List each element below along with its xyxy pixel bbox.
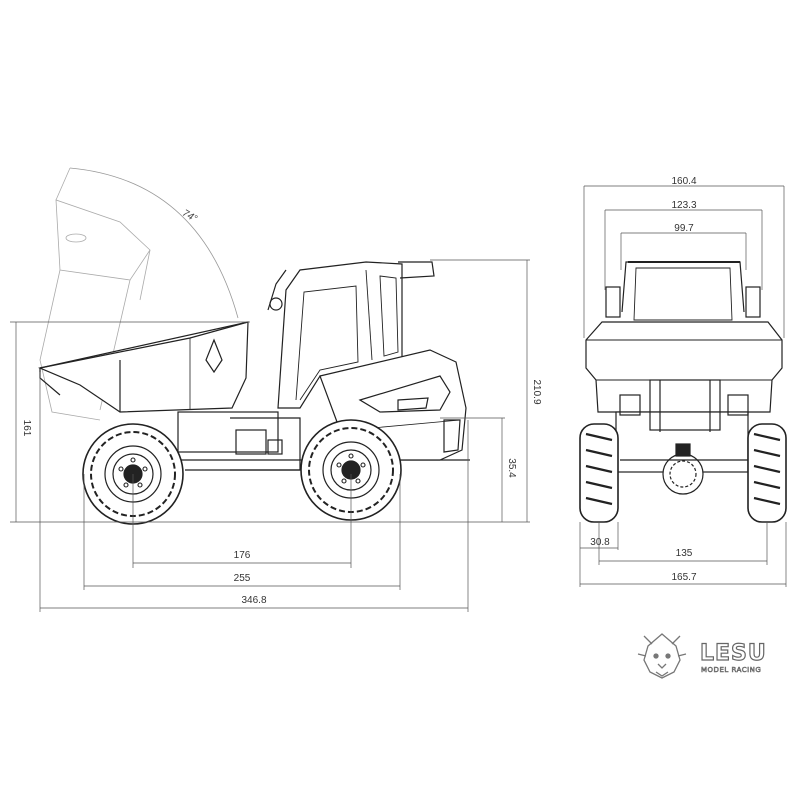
dim-width-top: 160.4 — [671, 176, 696, 187]
lion-head-icon — [637, 633, 687, 679]
brand-logo: LESU MODEL RACING — [637, 633, 767, 679]
left-mirror — [605, 286, 621, 318]
side-dimension-lines — [10, 259, 530, 612]
front-cab — [621, 261, 745, 313]
dim-height-total: 210.9 — [531, 379, 542, 404]
front-dimension-labels: 160.4 123.3 99.7 30.8 135 165.7 — [590, 176, 697, 583]
brand-logo-text: LESU — [700, 641, 767, 666]
front-view — [579, 261, 787, 523]
tip-angle-arc — [69, 167, 239, 319]
side-view — [38, 167, 470, 525]
side-dimension-labels: 74° 161 210.9 35.4 176 255 346.8 — [21, 208, 542, 606]
dim-track: 135 — [676, 548, 693, 559]
front-left-tire — [579, 423, 619, 523]
dim-wheelbase: 176 — [234, 550, 251, 561]
front-bucket — [585, 321, 783, 413]
dim-width-inner: 99.7 — [674, 223, 694, 234]
dump-bucket — [38, 321, 249, 413]
dim-overall-width: 165.7 — [671, 572, 696, 583]
rear-wheel — [300, 419, 402, 521]
dim-overall-length: 346.8 — [241, 595, 266, 606]
front-dimension-lines — [579, 185, 787, 587]
front-right-tire — [747, 423, 787, 523]
cab — [267, 261, 435, 409]
dim-tip-angle: 74° — [180, 208, 199, 225]
dim-width-mid: 123.3 — [671, 200, 696, 211]
brand-tagline: MODEL RACING — [701, 666, 761, 674]
right-mirror — [745, 286, 761, 318]
dim-height-left: 161 — [21, 420, 32, 437]
dim-track-length: 255 — [234, 573, 251, 584]
dim-tire-width: 30.8 — [590, 537, 610, 548]
dim-ground-clearance: 35.4 — [506, 458, 517, 478]
